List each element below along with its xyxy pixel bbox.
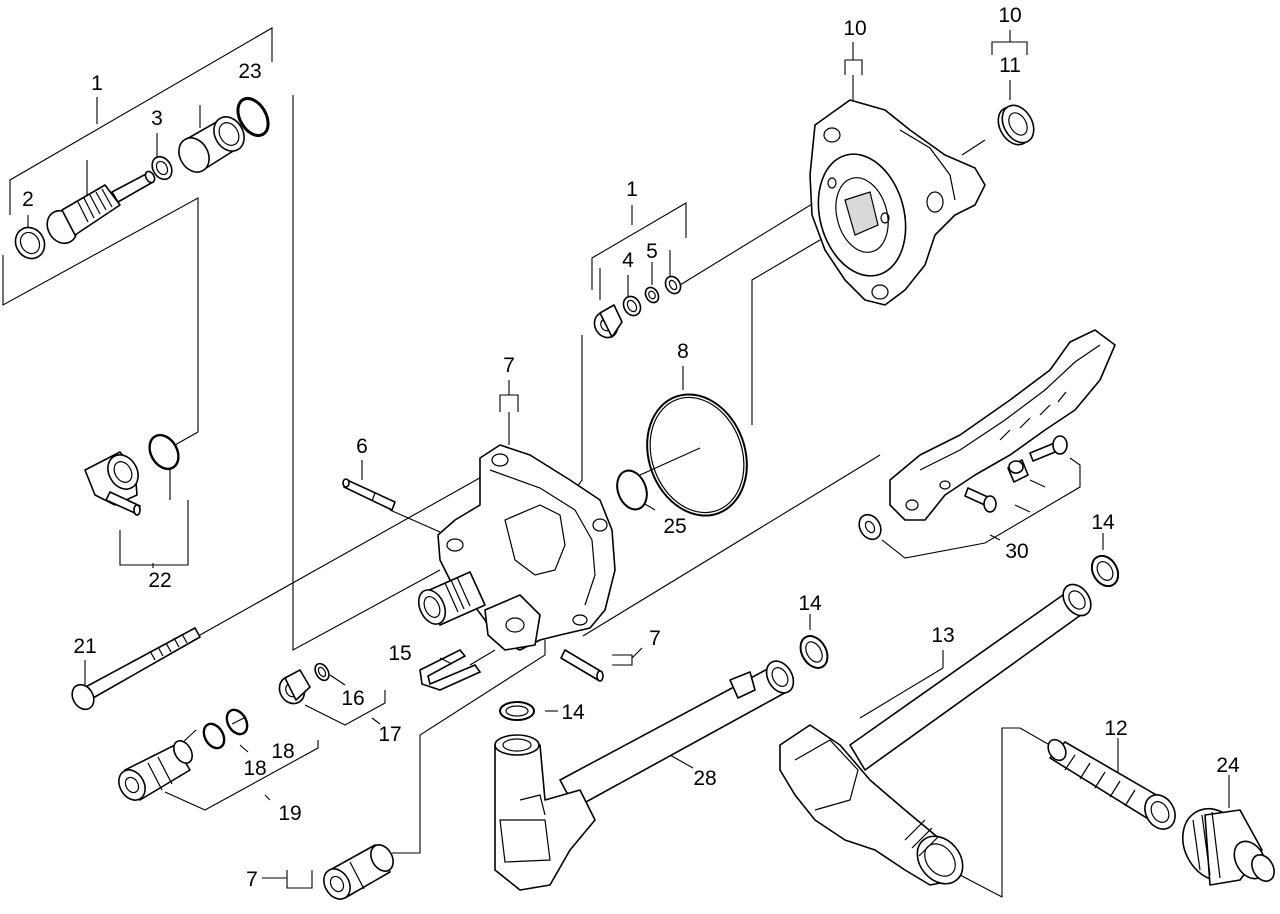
bolt-part-21 [71,627,201,711]
label-7-top: 7 [503,354,515,377]
seal-part-11 [997,104,1035,146]
large-o-ring-part-8 [646,393,748,517]
washer-part-14-right [1090,554,1120,588]
label-10-seal: 10 [998,4,1021,27]
label-17: 17 [378,723,401,746]
label-23: 23 [238,60,261,83]
ring-part-3 [151,155,173,181]
o-rings-part-18 [202,708,249,750]
washer-part-14-left [499,701,535,721]
elbow-fitting-part-22 [84,433,180,516]
valve-part-19 [118,740,193,801]
valve-sleeve [178,116,245,173]
label-2: 2 [22,188,34,211]
valve-spring-part-1 [46,170,156,245]
connector-part-24 [1182,808,1275,886]
label-1-left: 1 [91,72,103,95]
part-labels: 1 23 3 2 22 21 6 7 1 4 5 10 10 11 8 25 3… [22,4,1240,891]
label-13: 13 [931,624,954,647]
label-6: 6 [356,435,368,458]
label-24: 24 [1216,754,1240,777]
label-30: 30 [1005,540,1028,563]
o-ring-part-25 [616,469,648,511]
valve-part-7-bottom [323,844,394,900]
label-21: 21 [73,635,96,658]
pin-part-7-right [560,649,604,682]
motor-flange-part-10 [809,99,986,306]
label-18-left: 18 [243,757,266,780]
label-12: 12 [1104,717,1127,740]
pipe-part-28 [494,660,795,891]
label-8: 8 [677,340,689,363]
handle-part-30 [858,329,1116,541]
leader-lines [2,27,1230,898]
label-4: 4 [622,249,634,272]
label-15: 15 [388,642,411,665]
label-11: 11 [999,54,1021,77]
label-3: 3 [151,107,163,130]
pump-housing-part-7 [417,444,616,651]
ring-part-16 [314,662,330,682]
label-5: 5 [646,240,658,263]
label-22: 22 [148,569,171,592]
nut-part-17 [278,669,311,705]
label-14-right: 14 [1091,511,1115,534]
label-7-bottom: 7 [246,868,258,891]
label-16: 16 [341,687,364,710]
label-14-middle: 14 [798,592,822,615]
label-25: 25 [663,515,686,538]
filter-part-12 [1047,738,1176,830]
pin-part-6 [342,478,396,511]
label-1-middle: 1 [626,178,638,201]
washer-part-14-middle [799,635,829,669]
valve-set-middle [593,275,682,339]
label-19: 19 [278,802,301,825]
pipe-part-13 [779,583,1092,886]
label-14-left: 14 [561,701,585,724]
o-ring-part-23 [236,97,270,137]
label-18-right: 18 [271,740,294,763]
label-7-right: 7 [649,627,661,650]
label-28: 28 [693,767,716,790]
clip-part-15 [419,649,482,691]
label-10-flange: 10 [843,17,866,40]
o-ring-part-2 [14,226,46,260]
